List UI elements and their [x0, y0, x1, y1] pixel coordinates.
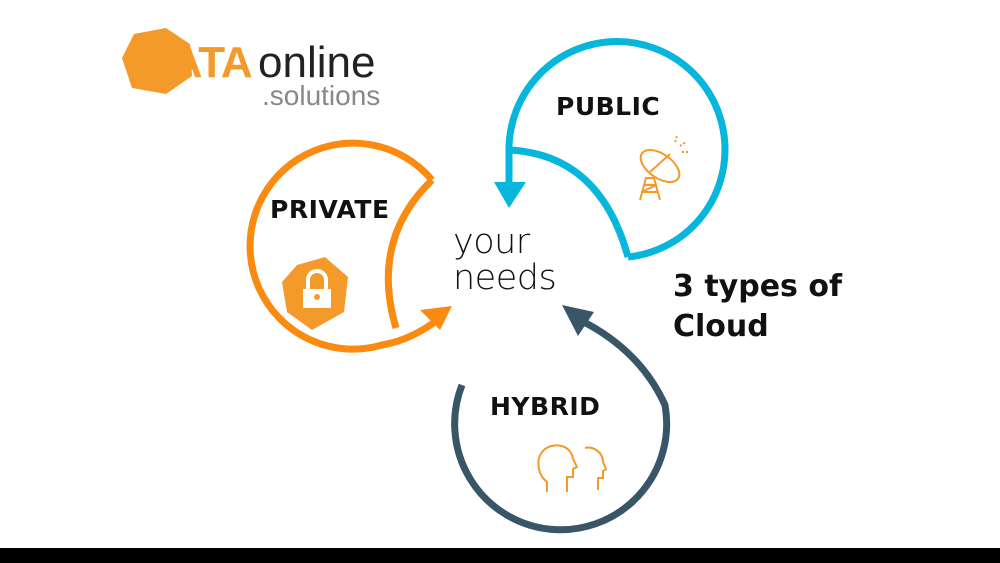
private-cycle-arrow	[246, 139, 452, 353]
caption: 3 types of Cloud	[673, 267, 842, 347]
public-label: PUBLIC	[556, 92, 661, 121]
bottom-bar	[0, 548, 1000, 563]
caption-line2: Cloud	[673, 309, 769, 344]
caption-line1: 3 types of	[673, 269, 842, 304]
center-line1: your	[453, 222, 530, 262]
logo-hexagon-icon	[122, 28, 192, 94]
logo-brand: DATA	[140, 38, 253, 87]
logo-suffix: .solutions	[262, 80, 381, 111]
logo-brand-rest: online	[258, 38, 376, 87]
center-text: your needs	[453, 222, 557, 298]
heads-icon	[537, 444, 608, 492]
lock-icon	[282, 257, 348, 330]
hybrid-label: HYBRID	[490, 392, 601, 421]
private-label: PRIVATE	[270, 195, 390, 224]
satellite-dish-icon	[639, 135, 690, 201]
logo: DATA online .solutions	[118, 26, 398, 116]
hybrid-cycle-arrow	[451, 305, 671, 534]
public-cycle-arrow	[494, 38, 729, 261]
center-line2: needs	[453, 258, 557, 298]
